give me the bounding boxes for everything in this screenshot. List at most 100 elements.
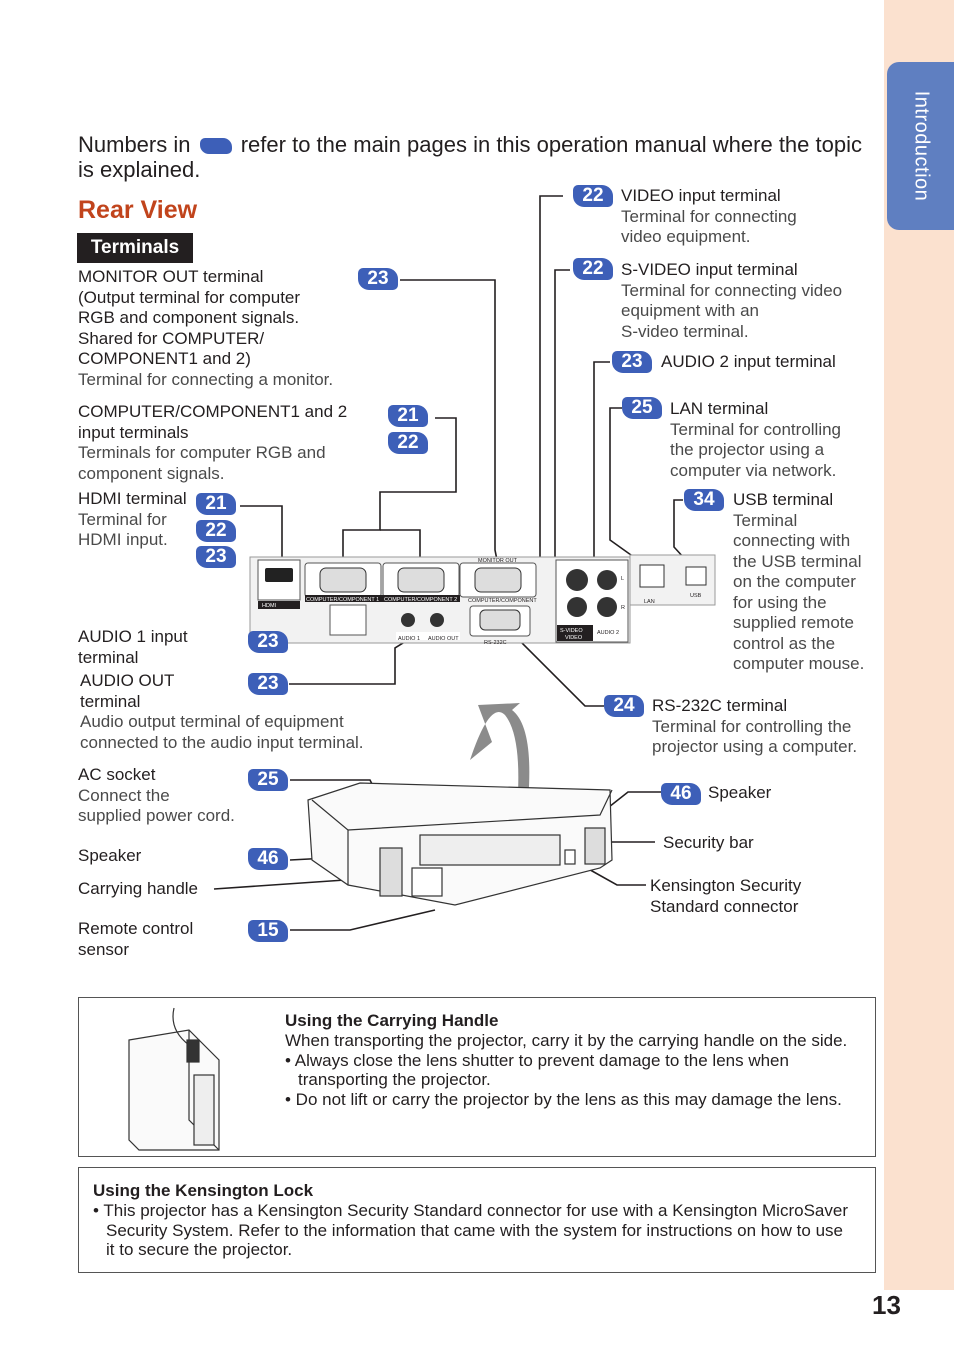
- security-bar-title: Security bar: [663, 833, 754, 852]
- page-badge[interactable]: 23: [196, 546, 236, 568]
- label-security-bar: Security bar: [663, 833, 754, 854]
- page-badge[interactable]: 22: [196, 520, 236, 542]
- panel-label-audio-out: AUDIO OUT: [428, 636, 459, 642]
- label-ac-socket: AC socket Connect the supplied power cor…: [78, 765, 235, 827]
- video-in-desc: Terminal for connecting: [621, 206, 797, 226]
- svideo-in-desc: equipment with an: [621, 301, 759, 320]
- monitor-out-line: COMPONENT1 and 2): [78, 349, 251, 368]
- usb-desc: Terminal: [733, 510, 798, 530]
- kensington-title: Kensington Security: [650, 876, 802, 895]
- video-in-desc: video equipment.: [621, 227, 751, 246]
- panel-label-usb: USB: [690, 593, 702, 599]
- ac-socket-title: AC socket: [78, 765, 156, 784]
- monitor-out-title: MONITOR OUT terminal: [78, 267, 264, 286]
- label-svideo-in: S-VIDEO input terminal Terminal for conn…: [621, 260, 842, 342]
- page-badge[interactable]: 23: [358, 268, 398, 290]
- speaker-left-title: Speaker: [78, 846, 142, 865]
- audio2-title: AUDIO 2 input terminal: [661, 352, 836, 371]
- label-kensington: Kensington Security Standard connector: [650, 876, 801, 917]
- lan-desc: the projector using a: [670, 440, 825, 459]
- audio1-title: AUDIO 1 input: [78, 627, 188, 646]
- page-badge[interactable]: 34: [684, 489, 724, 511]
- page-badge[interactable]: 25: [622, 397, 662, 419]
- carrying-projector-illustration: [128, 1007, 220, 1151]
- label-speaker-right: Speaker: [708, 783, 771, 804]
- usb-desc: for using the: [733, 592, 827, 612]
- note-carrying-title: Using the Carrying Handle: [285, 1011, 499, 1030]
- usb-desc: on the computer: [733, 572, 856, 591]
- page-badge[interactable]: 15: [248, 920, 288, 942]
- svideo-in-desc: S-video terminal.: [621, 321, 749, 341]
- remote-sensor-title: Remote control: [78, 919, 194, 938]
- note-carrying-bullet: • Do not lift or carry the projector by …: [285, 1089, 842, 1109]
- kensington-title: Standard connector: [650, 896, 799, 916]
- label-remote-sensor: Remote control sensor: [78, 919, 193, 960]
- panel-label-audio2: AUDIO 2: [597, 630, 619, 636]
- label-audio-out: AUDIO OUT terminal Audio output terminal…: [80, 671, 364, 753]
- video-in-title: VIDEO input terminal: [621, 186, 781, 205]
- label-carrying-handle: Carrying handle: [78, 879, 198, 900]
- projector-illustration: [307, 782, 613, 906]
- usb-desc: control as the: [733, 633, 836, 653]
- usb-desc: computer mouse.: [733, 654, 865, 673]
- carrying-handle-title: Carrying handle: [78, 879, 199, 898]
- ac-socket-desc: supplied power cord.: [78, 806, 235, 825]
- panel-label-lan: LAN: [644, 599, 655, 605]
- section-title: Rear View: [78, 196, 198, 224]
- panel-label-audio1: AUDIO 1: [398, 636, 420, 642]
- label-audio2: AUDIO 2 input terminal: [661, 352, 836, 373]
- page-badge[interactable]: 23: [248, 673, 288, 695]
- monitor-out-line: (Output terminal for computer: [78, 287, 301, 307]
- lan-title: LAN terminal: [670, 399, 769, 418]
- page-badge[interactable]: 21: [388, 405, 428, 427]
- panel-label-rs232c: RS-232C: [484, 640, 507, 646]
- svideo-in-desc: Terminal for connecting video: [621, 280, 843, 300]
- page-badge[interactable]: 22: [573, 258, 613, 280]
- hdmi-desc: HDMI input.: [78, 530, 168, 549]
- page-badge[interactable]: 24: [604, 695, 644, 717]
- panel-label-hdmi: HDMI: [262, 603, 277, 609]
- rs232c-desc: projector using a computer.: [652, 737, 858, 756]
- computer-in-desc: component signals.: [78, 463, 225, 483]
- intro-text: Numbers in refer to the main pages in th…: [78, 132, 868, 182]
- page-badge[interactable]: 23: [248, 631, 288, 653]
- section-tab-introduction[interactable]: Introduction: [887, 62, 954, 230]
- page-badge[interactable]: 46: [248, 848, 288, 870]
- remote-sensor-title: sensor: [78, 939, 130, 959]
- hdmi-desc: Terminal for: [78, 509, 167, 529]
- hdmi-title: HDMI terminal: [78, 489, 187, 508]
- intro-before: Numbers in: [78, 132, 191, 157]
- computer-in-desc: Terminals for computer RGB and: [78, 443, 326, 462]
- label-lan: LAN terminal Terminal for controlling th…: [670, 399, 841, 481]
- note-carrying-bullet: • Always close the lens shutter to preve…: [285, 1050, 789, 1090]
- label-rs232c: RS-232C terminal Terminal for controllin…: [652, 696, 857, 758]
- rs232c-title: RS-232C terminal: [652, 696, 788, 715]
- panel-label-comp2: COMPUTER/COMPONENT 2: [384, 597, 457, 603]
- page-badge[interactable]: 22: [573, 185, 613, 207]
- curved-arrow-icon: [470, 703, 530, 830]
- page-badge[interactable]: 46: [661, 783, 701, 805]
- note-kensington-bullet: • This projector has a Kensington Securi…: [93, 1201, 848, 1259]
- panel-label-r: R: [621, 605, 625, 611]
- audio-out-title: terminal: [80, 691, 141, 711]
- page-number-chip-icon: [199, 138, 232, 155]
- page-badge[interactable]: 25: [248, 769, 288, 791]
- panel-label-monitor-out: MONITOR OUT: [478, 558, 518, 564]
- panel-label-comp1: COMPUTER/COMPONENT 1: [306, 597, 379, 603]
- label-monitor-out: MONITOR OUT terminal (Output terminal fo…: [78, 267, 333, 390]
- svideo-in-title: S-VIDEO input terminal: [621, 260, 798, 279]
- page-badge[interactable]: 23: [612, 351, 652, 373]
- usb-desc: connecting with: [733, 531, 851, 550]
- lan-desc: Terminal for controlling: [670, 419, 842, 439]
- label-computer-in: COMPUTER/COMPONENT1 and 2 input terminal…: [78, 402, 347, 484]
- note-kensington-lock: Using the Kensington Lock • This project…: [78, 1167, 876, 1273]
- audio-out-title: AUDIO OUT: [80, 671, 175, 690]
- usb-desc: supplied remote: [733, 613, 854, 632]
- audio-out-desc: Audio output terminal of equipment: [80, 712, 344, 731]
- panel-label-computer-component: COMPUTER/COMPONENT: [468, 598, 537, 604]
- page-badge[interactable]: 21: [196, 493, 236, 515]
- lan-desc: computer via network.: [670, 460, 837, 480]
- audio-out-desc: connected to the audio input terminal.: [80, 732, 364, 752]
- page-badge[interactable]: 22: [388, 432, 428, 454]
- audio1-title: terminal: [78, 647, 139, 667]
